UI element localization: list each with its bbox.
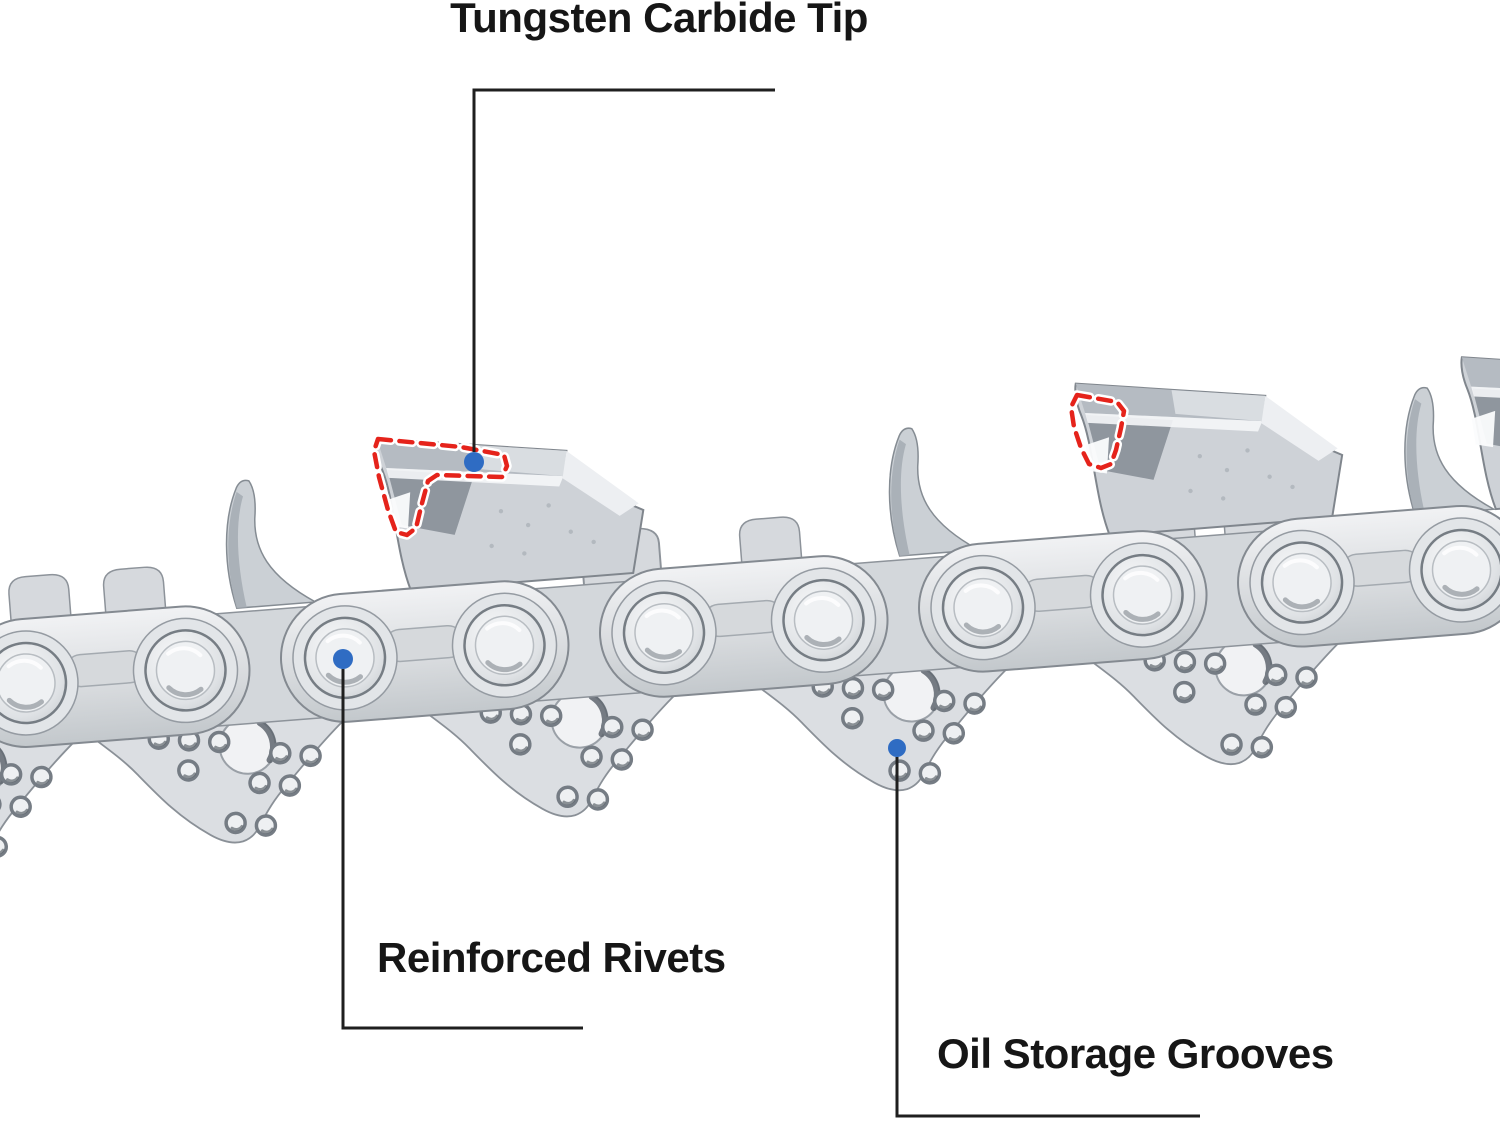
leader-reinforced-rivets: [341, 669, 583, 1030]
label-oil-storage-grooves: Oil Storage Grooves: [937, 1030, 1334, 1077]
annotation-overlay: [333, 88, 1200, 1118]
marker-dot-tungsten-carbide-tip: [464, 452, 484, 472]
leader-tungsten-carbide-tip: [472, 88, 775, 452]
label-tungsten-carbide-tip: Tungsten Carbide Tip: [450, 0, 868, 41]
red-dashed-outline-primary: [369, 434, 512, 540]
marker-dot-reinforced-rivets: [333, 649, 353, 669]
marker-dot-oil-storage-grooves: [888, 739, 906, 757]
plate-slots: [64, 549, 1422, 688]
red-dashed-outline-secondary: [1066, 390, 1129, 473]
label-reinforced-rivets: Reinforced Rivets: [377, 934, 726, 981]
cutter-tooth-edge-partial: [1459, 335, 1500, 512]
leader-oil-storage-grooves: [895, 757, 1200, 1118]
chain-body: [0, 335, 1500, 876]
